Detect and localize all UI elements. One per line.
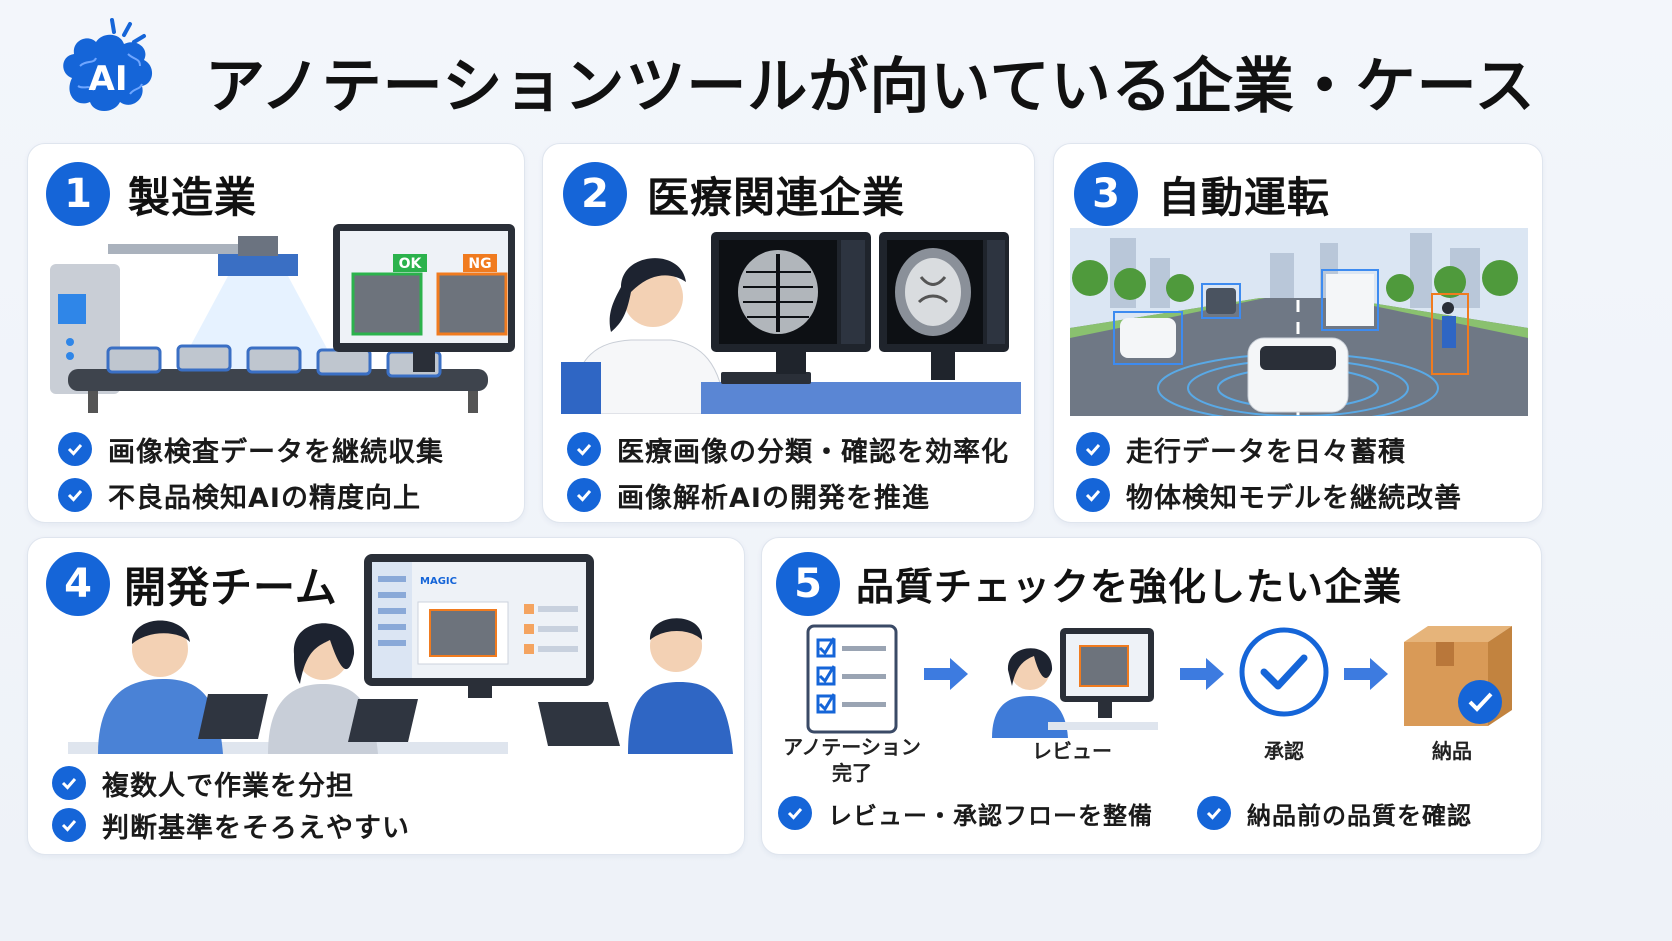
checklist-icon: [806, 624, 898, 734]
delivery-box-icon: [1404, 626, 1512, 726]
bullet-item: 複数人で作業を分担: [52, 762, 410, 804]
card-quality-check: 5 品質チェックを強化したい企業 アノテーション 完了 レビュー 承: [761, 537, 1542, 855]
card-title: 医療関連企業: [647, 173, 906, 222]
check-icon: [58, 432, 92, 466]
bullet-item: 医療画像の分類・確認を効率化: [567, 426, 1009, 472]
bullet-list: 走行データを日々蓄積 物体検知モデルを継続改善: [1076, 426, 1462, 518]
bullet-item: 判断基準をそろえやすい: [52, 804, 410, 846]
check-icon: [1076, 432, 1110, 466]
card-autonomous-driving: 3 自動運転 走行データを日々蓄積: [1053, 143, 1543, 523]
card-number-badge: 4: [46, 552, 110, 616]
flow-step-label: 納品: [1432, 739, 1472, 763]
ng-badge: NG: [468, 256, 491, 272]
card-number-badge: 3: [1074, 162, 1138, 226]
header: AI アノテーションツールが向いている企業・ケース: [0, 0, 1672, 150]
bullet-item: 物体検知モデルを継続改善: [1076, 472, 1462, 518]
medical-imaging-illustration: [561, 232, 1021, 414]
screen-brand-label: MAGIC: [420, 576, 457, 587]
card-title: 品質チェックを強化したい企業: [856, 565, 1403, 609]
card-number-badge: 2: [563, 162, 627, 226]
team-collaboration-illustration: MAGIC: [68, 554, 733, 754]
card-title: 開発チーム: [124, 563, 338, 612]
bullet-item: 納品前の品質を確認: [1197, 790, 1472, 836]
bullet-list: レビュー・承認フローを整備 納品前の品質を確認: [778, 790, 1472, 836]
card-number-badge: 1: [46, 162, 110, 226]
card-title: 製造業: [128, 173, 258, 222]
bullet-list: 複数人で作業を分担 判断基準をそろえやすい: [52, 762, 410, 846]
bullet-list: 画像検査データを継続収集 不良品検知AIの精度向上: [58, 426, 444, 518]
card-manufacturing: 1 製造業 OK NG: [27, 143, 525, 523]
flow-step-label: レビュー: [1032, 739, 1112, 763]
road-detection-illustration: [1070, 228, 1528, 416]
check-icon: [567, 432, 601, 466]
card-development-team: 4 開発チーム MAGIC 複数人で作業を分担: [27, 537, 745, 855]
ok-badge: OK: [399, 256, 423, 272]
arrow-right-icon: [924, 658, 968, 690]
check-icon: [52, 766, 86, 800]
check-icon: [567, 478, 601, 512]
card-title: 自動運転: [1158, 173, 1331, 222]
check-icon: [1076, 478, 1110, 512]
check-icon: [1197, 796, 1231, 830]
bullet-item: 画像検査データを継続収集: [58, 426, 444, 472]
arrow-right-icon: [1180, 658, 1224, 690]
bullet-item: 不良品検知AIの精度向上: [58, 472, 444, 518]
check-icon: [778, 796, 812, 830]
bullet-list: 医療画像の分類・確認を効率化 画像解析AIの開発を推進: [567, 426, 1009, 518]
check-icon: [58, 478, 92, 512]
ai-logo-text: AI: [89, 59, 128, 99]
bullet-item: 走行データを日々蓄積: [1076, 426, 1462, 472]
bullet-item: 画像解析AIの開発を推進: [567, 472, 1009, 518]
approval-check-icon: [1239, 627, 1329, 717]
page-title: アノテーションツールが向いている企業・ケース: [205, 52, 1536, 122]
factory-inspection-illustration: OK NG: [50, 224, 515, 413]
flow-step-label: 承認: [1264, 739, 1304, 763]
ai-brain-icon: AI: [63, 18, 153, 111]
card-medical: 2 医療関連企業 医療画像の分類・確認を効率化 画像解析: [542, 143, 1035, 523]
card-number-badge: 5: [776, 552, 840, 616]
reviewer-icon: [992, 628, 1158, 738]
flow-step-label: アノテーション 完了: [783, 735, 921, 785]
check-icon: [52, 808, 86, 842]
bullet-item: レビュー・承認フローを整備: [778, 790, 1153, 836]
arrow-right-icon: [1344, 658, 1388, 690]
